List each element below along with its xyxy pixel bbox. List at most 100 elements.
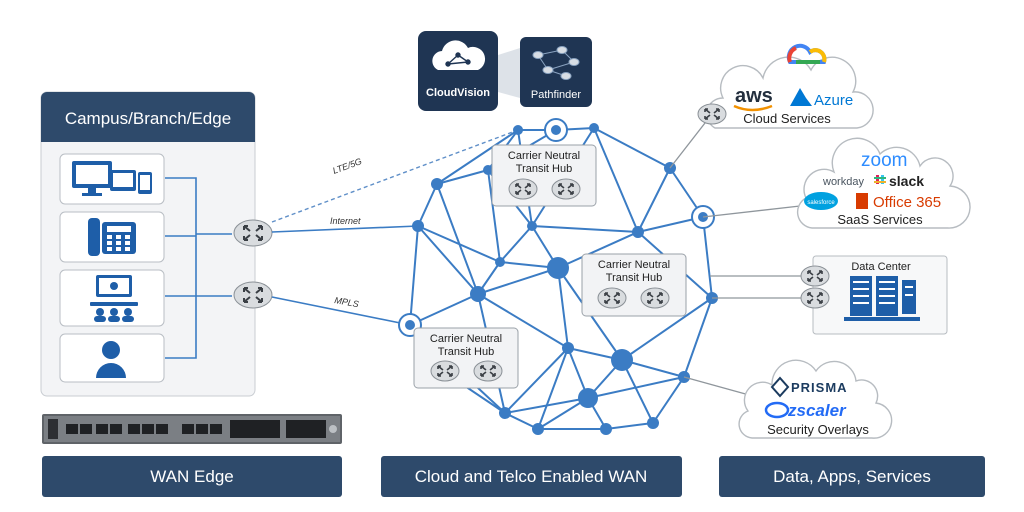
- mesh-node: [532, 423, 544, 435]
- hub-3-line-1: Carrier Neutral: [430, 333, 502, 345]
- mesh-node: [551, 125, 561, 135]
- cloudvision-icon: [432, 40, 486, 70]
- cloud-services-label: Cloud Services: [743, 111, 831, 126]
- mesh-node: [562, 342, 574, 354]
- mesh-link: [557, 267, 569, 349]
- mesh-link: [409, 293, 479, 326]
- pathfinder-label: Pathfinder: [531, 89, 581, 101]
- hub-1-router-b: [551, 178, 581, 200]
- zscaler-logo: zscaler: [787, 401, 847, 420]
- service-connectors: [669, 113, 802, 399]
- cloudvision-box[interactable]: CloudVision: [418, 31, 498, 111]
- google-cloud-icon: [786, 43, 827, 64]
- hub-2-line-2: Transit Hub: [606, 272, 662, 284]
- hub-3-line-2: Transit Hub: [438, 346, 494, 358]
- slack-logo: slack: [889, 173, 924, 189]
- hub-2-router-a: [597, 287, 627, 309]
- salesforce-logo: salesforce: [807, 200, 835, 206]
- edge-router-mpls: [233, 281, 273, 309]
- mesh-node: [611, 349, 633, 371]
- mesh-link: [652, 376, 685, 424]
- mesh-node: [470, 286, 486, 302]
- mesh-link: [531, 225, 639, 233]
- link-label-internet: Internet: [330, 216, 361, 226]
- hub-1-line-1: Carrier Neutral: [508, 150, 580, 162]
- mesh-node: [632, 226, 644, 238]
- footer-wan-edge-label: WAN Edge: [150, 467, 233, 486]
- mesh-link: [621, 297, 713, 361]
- mesh-node: [513, 125, 523, 135]
- wan-edge-appliance: [42, 414, 342, 444]
- video-conference-icon: [90, 275, 138, 322]
- campus-bus-lines: [165, 177, 232, 359]
- hub-2-line-1: Carrier Neutral: [598, 259, 670, 271]
- azure-logo: Azure: [814, 92, 853, 109]
- mesh-link: [504, 347, 569, 414]
- hub-2-router-b: [640, 287, 670, 309]
- servers-icon: [844, 276, 920, 321]
- device-tile-user: [59, 333, 165, 383]
- saas-services-label: SaaS Services: [837, 212, 923, 227]
- link-label-lte: LTE/5G: [331, 156, 363, 176]
- campus-title: Campus/Branch/Edge: [65, 109, 231, 128]
- transit-hub-3: Carrier Neutral Transit Hub: [413, 327, 519, 389]
- zoom-logo: zoom: [861, 150, 907, 171]
- prisma-logo: PRISMA: [791, 380, 848, 395]
- mesh-link: [637, 167, 671, 233]
- mesh-link: [605, 422, 654, 430]
- datacenter-router-b: [800, 287, 830, 309]
- mesh-node: [547, 257, 569, 279]
- zscaler-icon: [764, 401, 790, 419]
- cloud-router: [697, 103, 727, 125]
- mesh-link: [436, 129, 519, 185]
- footer-cloud-telco-label: Cloud and Telco Enabled WAN: [415, 467, 647, 486]
- mesh-link: [683, 297, 713, 378]
- mesh-node: [499, 407, 511, 419]
- prisma-icon: [770, 376, 790, 398]
- mesh-link: [593, 127, 639, 233]
- hub-1-line-2: Transit Hub: [516, 163, 572, 175]
- mesh-node: [405, 320, 415, 330]
- data-center: Data Center: [800, 255, 948, 335]
- data-center-label: Data Center: [851, 261, 911, 273]
- footer-cloud-telco: Cloud and Telco Enabled WAN: [381, 456, 682, 497]
- footer-wan-edge: WAN Edge: [42, 456, 342, 497]
- office-365-logo: Office 365: [873, 194, 941, 211]
- salesforce-icon: [804, 192, 838, 210]
- saas-services: zoom workday slack salesforce Office 365…: [796, 137, 971, 229]
- mesh-link: [436, 169, 489, 185]
- mesh-link: [487, 169, 501, 263]
- device-tile-video: [59, 269, 165, 327]
- mesh-link: [593, 127, 671, 169]
- slack-icon: [874, 175, 886, 184]
- pathfinder-box[interactable]: Pathfinder: [520, 37, 592, 107]
- mesh-link: [702, 216, 713, 299]
- desk-phone-icon: [88, 218, 136, 256]
- wan-links: [271, 129, 519, 326]
- mesh-link: [477, 267, 559, 295]
- mesh-node: [589, 123, 599, 133]
- mesh-link: [557, 231, 639, 269]
- computers-icon: [72, 161, 152, 196]
- mesh-nodes: [398, 118, 718, 435]
- aws-smile-icon: [733, 104, 773, 112]
- mesh-node: [600, 423, 612, 435]
- workday-logo: workday: [822, 176, 864, 188]
- mesh-link: [436, 183, 479, 295]
- mesh-node: [431, 178, 443, 190]
- mesh-link: [621, 359, 654, 424]
- hub-1-router-a: [508, 178, 538, 200]
- edge-router-internet: [233, 219, 273, 247]
- pathfinder-icon: [532, 46, 580, 80]
- office-icon: [856, 193, 868, 209]
- user-icon: [96, 341, 126, 378]
- mesh-node: [412, 220, 424, 232]
- mesh-link: [504, 412, 539, 430]
- link-label-mpls: MPLS: [334, 295, 360, 309]
- device-tile-computers: [59, 153, 165, 205]
- footer-data-apps: Data, Apps, Services: [719, 456, 985, 497]
- mesh-node: [647, 417, 659, 429]
- mesh-link: [417, 225, 501, 263]
- mesh-node: [483, 165, 493, 175]
